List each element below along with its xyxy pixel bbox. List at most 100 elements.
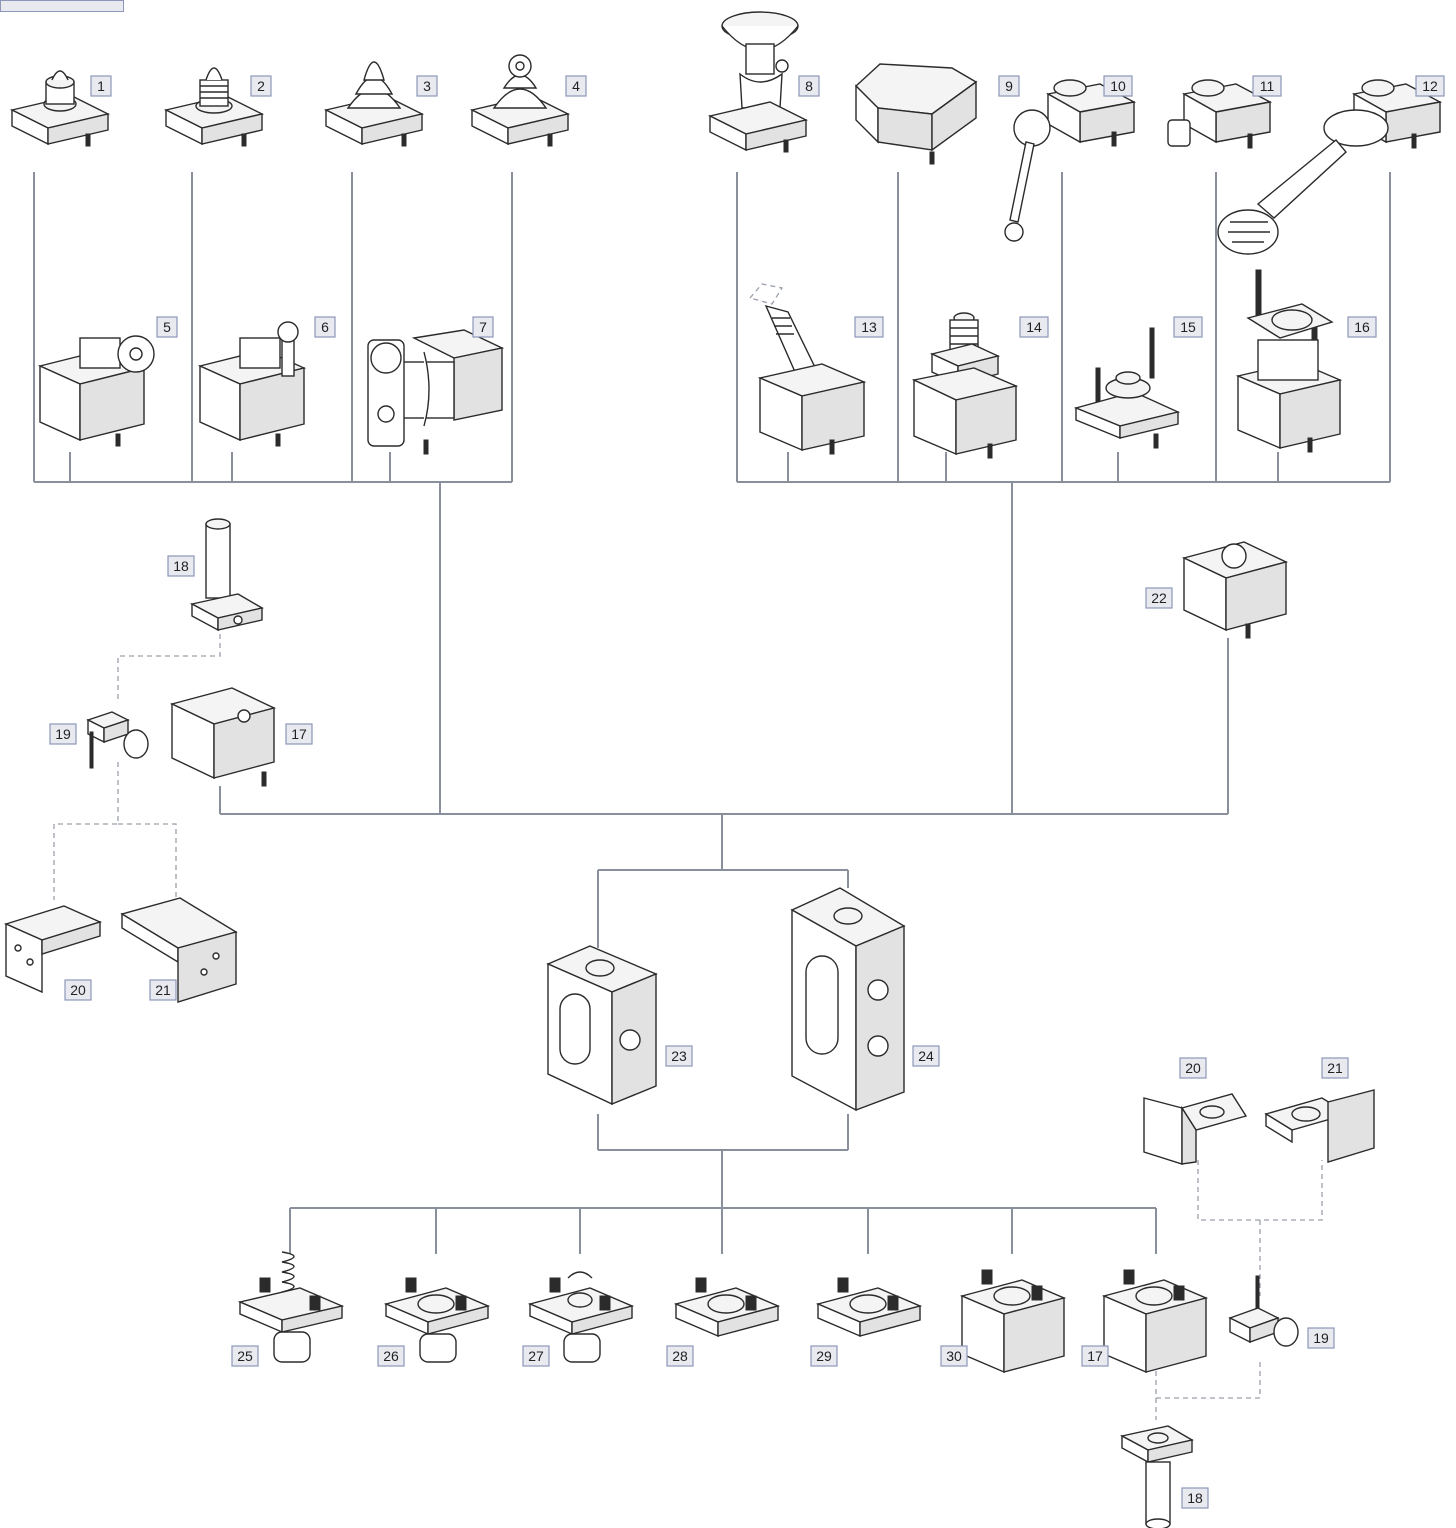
label-p17b: 17 <box>1081 1345 1109 1367</box>
dashed-links <box>53 634 1323 1420</box>
part-13-toggle-lever <box>748 283 867 455</box>
label-p5: 5 <box>156 316 178 338</box>
label-p29: 29 <box>810 1345 838 1367</box>
label-p24: 24 <box>912 1045 940 1067</box>
svg-text:21: 21 <box>1327 1060 1343 1076</box>
label-p30: 30 <box>940 1345 968 1367</box>
part-2-plunger <box>163 67 265 147</box>
part-26-base <box>383 1277 491 1363</box>
part-labels: 1 2 3 4 5 6 7 8 9 10 11 12 13 14 15 16 1… <box>49 75 1445 1509</box>
svg-text:19: 19 <box>1313 1330 1329 1346</box>
svg-text:5: 5 <box>163 319 171 335</box>
svg-text:17: 17 <box>1087 1348 1103 1364</box>
part-27-base <box>527 1271 635 1363</box>
label-p13: 13 <box>854 316 884 338</box>
svg-text:3: 3 <box>423 78 431 94</box>
part-7-adjustable-roller-lever <box>367 329 505 455</box>
label-p11: 11 <box>1252 75 1282 97</box>
svg-text:2: 2 <box>257 78 265 94</box>
svg-text:13: 13 <box>861 319 877 335</box>
label-p21b: 21 <box>1321 1057 1349 1079</box>
label-p25: 25 <box>231 1345 259 1367</box>
svg-text:18: 18 <box>173 558 189 574</box>
label-p16: 16 <box>1347 316 1377 338</box>
part-28-base-plate <box>673 1277 781 1338</box>
label-p21a: 21 <box>149 979 177 1001</box>
part-1-plunger <box>9 70 111 147</box>
part-18-solenoid-tube-bottom <box>1120 1425 1194 1528</box>
svg-text:7: 7 <box>479 319 487 335</box>
label-p23: 23 <box>665 1045 693 1067</box>
label-p10: 10 <box>1103 75 1133 97</box>
svg-text:25: 25 <box>237 1348 253 1364</box>
part-12-twist-lever <box>1217 79 1443 255</box>
label-p19a: 19 <box>49 723 77 745</box>
label-p27: 27 <box>522 1345 550 1367</box>
label-p12: 12 <box>1415 75 1445 97</box>
label-p18b: 18 <box>1181 1487 1209 1509</box>
part-18-solenoid-tube <box>190 518 264 632</box>
label-p20a: 20 <box>64 979 92 1001</box>
svg-text:21: 21 <box>155 982 171 998</box>
svg-text:19: 19 <box>55 726 71 742</box>
svg-text:18: 18 <box>1187 1490 1203 1506</box>
part-30-body <box>959 1269 1067 1374</box>
svg-text:20: 20 <box>1185 1060 1201 1076</box>
label-p6: 6 <box>314 316 336 338</box>
connector-lines <box>33 172 1391 1254</box>
part-23-valve-body <box>546 945 658 1106</box>
svg-text:22: 22 <box>1151 590 1167 606</box>
label-p1: 1 <box>90 75 112 97</box>
svg-text:30: 30 <box>946 1348 962 1364</box>
svg-text:6: 6 <box>321 319 329 335</box>
svg-text:10: 10 <box>1110 78 1126 94</box>
svg-text:27: 27 <box>528 1348 544 1364</box>
part-6-roller-lever <box>197 321 307 447</box>
part-8-mushroom-button <box>707 11 809 153</box>
svg-text:11: 11 <box>1260 78 1275 94</box>
svg-text:23: 23 <box>671 1048 687 1064</box>
part-25-spring-base <box>237 1251 345 1363</box>
part-21-bracket-right <box>1264 1089 1375 1163</box>
part-10-lever-handle <box>1004 79 1137 242</box>
svg-text:14: 14 <box>1026 319 1042 335</box>
svg-text:20: 20 <box>70 982 86 998</box>
part-19-connector <box>86 711 149 769</box>
part-20-bracket-right <box>1143 1093 1248 1165</box>
label-p18a: 18 <box>167 555 195 577</box>
part-29-base-plate <box>815 1277 923 1338</box>
svg-text:17: 17 <box>291 726 307 742</box>
label-p17a: 17 <box>285 723 313 745</box>
part-16-flange-body <box>1235 269 1343 453</box>
part-22-adapter-block <box>1181 541 1289 639</box>
svg-text:4: 4 <box>572 78 580 94</box>
svg-text:29: 29 <box>816 1348 832 1364</box>
label-p7: 7 <box>472 316 494 338</box>
svg-text:28: 28 <box>672 1348 688 1364</box>
part-14-pilot-actuator <box>911 312 1019 459</box>
corner-tab <box>0 0 124 12</box>
part-4-roller-boot <box>469 54 571 147</box>
label-p19b: 19 <box>1307 1327 1335 1349</box>
label-p26: 26 <box>377 1345 405 1367</box>
part-9-cover <box>854 63 978 165</box>
svg-text:24: 24 <box>918 1048 934 1064</box>
label-p28: 28 <box>666 1345 694 1367</box>
label-p15: 15 <box>1173 316 1203 338</box>
label-p3: 3 <box>416 75 438 97</box>
part-20-bracket <box>4 905 102 994</box>
part-17-solenoid-body <box>169 687 277 787</box>
label-p22: 22 <box>1145 587 1173 609</box>
svg-text:16: 16 <box>1354 319 1370 335</box>
part-17-body-bottom <box>1101 1269 1209 1374</box>
part-19-connector-bottom <box>1228 1275 1299 1347</box>
label-p4: 4 <box>565 75 587 97</box>
label-p9: 9 <box>998 75 1020 97</box>
svg-text:12: 12 <box>1422 78 1438 94</box>
label-p14: 14 <box>1019 316 1049 338</box>
svg-text:1: 1 <box>97 78 105 94</box>
label-p8: 8 <box>798 75 820 97</box>
svg-text:26: 26 <box>383 1348 399 1364</box>
part-5-roller-lever <box>37 335 155 447</box>
